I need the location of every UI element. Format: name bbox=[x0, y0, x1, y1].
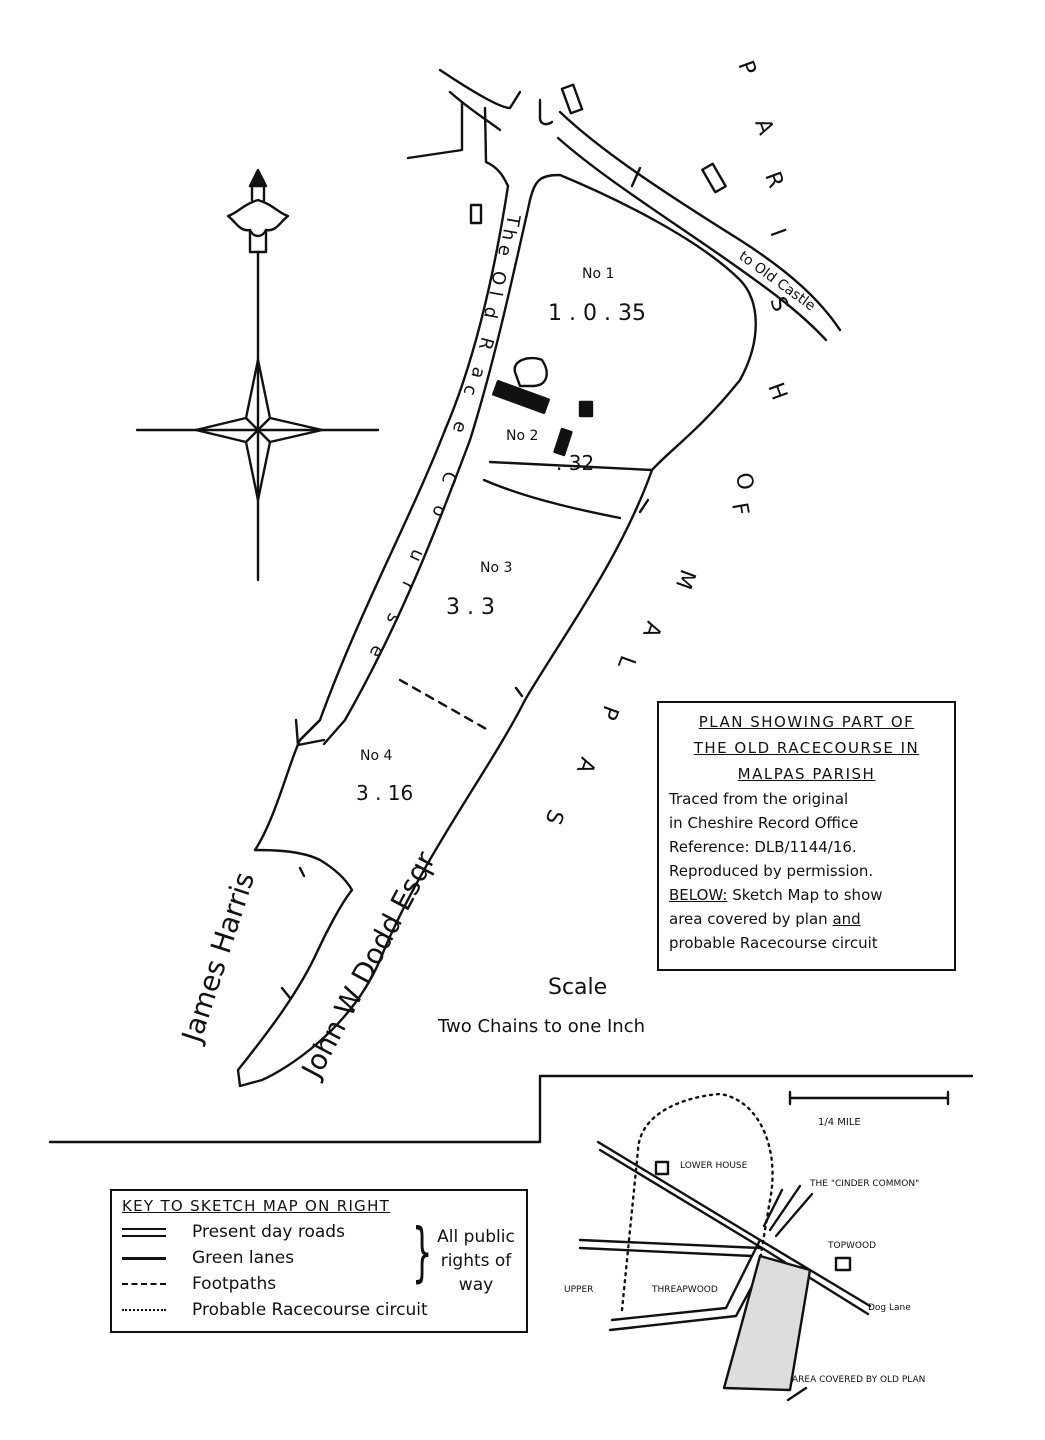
note-line: Reproduced by permission. bbox=[669, 862, 874, 880]
svg-text:e: e bbox=[448, 418, 471, 435]
scale-text: Two Chains to one Inch bbox=[437, 1016, 645, 1037]
key-label: Footpaths bbox=[192, 1274, 277, 1294]
title-line-2: THE OLD RACECOURSE IN bbox=[693, 739, 920, 757]
brace-icon: } bbox=[412, 1216, 433, 1290]
plot4-number: No 4 bbox=[360, 748, 392, 764]
key-row: Probable Racecourse circuit bbox=[122, 1297, 516, 1323]
sketch-scale-label: 1/4 MILE bbox=[818, 1117, 861, 1128]
top-lanes bbox=[406, 68, 554, 225]
parish-letter: P bbox=[595, 702, 623, 723]
lane-label: T h e O l d R a c e C o u r s e bbox=[365, 212, 524, 661]
parish-letter: M bbox=[670, 566, 700, 592]
area-note-label: AREA COVERED BY OLD PLAN bbox=[792, 1375, 925, 1385]
key-box: KEY TO SKETCH MAP ON RIGHT Present day r… bbox=[110, 1189, 528, 1333]
note-line: area covered by plan and bbox=[669, 907, 944, 931]
owner-right-label: John W Dodd Esqr bbox=[294, 846, 442, 1085]
key-row: Green lanes bbox=[122, 1245, 516, 1271]
parish-letter: S bbox=[540, 806, 568, 828]
svg-text:c: c bbox=[459, 383, 482, 398]
topwood-label: TOPWOOD bbox=[827, 1241, 876, 1251]
racecourse-plots bbox=[236, 173, 757, 1088]
key-label: Probable Racecourse circuit bbox=[192, 1300, 428, 1320]
parish-letter: O bbox=[730, 471, 758, 492]
lower-house-label: LOWER HOUSE bbox=[680, 1161, 748, 1171]
parish-letter: H bbox=[762, 380, 791, 404]
plot3-area: 3 . 3 bbox=[446, 595, 495, 620]
svg-text:T: T bbox=[501, 212, 524, 228]
threapwood-label: THREAPWOOD bbox=[651, 1285, 718, 1295]
note-line: Reference: DLB/1144/16. bbox=[669, 838, 857, 856]
owner-left-label: James Harris bbox=[175, 868, 262, 1048]
note-line: BELOW: Sketch Map to show bbox=[669, 883, 944, 907]
cinder-common-label: THE "CINDER COMMON" bbox=[809, 1179, 919, 1189]
svg-text:e: e bbox=[493, 243, 516, 258]
below-line-2b: and bbox=[832, 910, 861, 928]
parish-letter: A bbox=[637, 618, 666, 641]
below-text: Sketch Map to show bbox=[732, 886, 883, 904]
svg-text:a: a bbox=[466, 365, 489, 381]
below-line-2a: area covered by plan bbox=[669, 910, 833, 928]
compass-icon bbox=[135, 168, 380, 582]
key-bracket-note: All public rights of way bbox=[437, 1227, 515, 1295]
footpath-symbol-icon bbox=[122, 1283, 192, 1285]
plot3-number: No 3 bbox=[480, 560, 512, 576]
parish-letter: R bbox=[759, 169, 788, 192]
key-label: Present day roads bbox=[192, 1222, 345, 1242]
section-divider bbox=[48, 1074, 974, 1144]
old-racecourse-lane bbox=[253, 184, 532, 852]
note-line: probable Racecourse circuit bbox=[669, 934, 878, 952]
plot1-number: No 1 bbox=[582, 266, 614, 282]
parish-letter: F bbox=[726, 501, 753, 518]
road-symbol-icon bbox=[122, 1227, 192, 1237]
title-line-1: PLAN SHOWING PART OF bbox=[698, 713, 915, 731]
svg-text:R: R bbox=[474, 335, 498, 353]
title-box: PLAN SHOWING PART OF THE OLD RACECOURSE … bbox=[657, 701, 956, 971]
plot2-area: . 32 bbox=[556, 451, 594, 475]
key-label: Green lanes bbox=[192, 1248, 295, 1268]
sketch-map bbox=[578, 1090, 950, 1402]
plot4-area: 3 . 16 bbox=[356, 781, 413, 805]
key-row: Footpaths bbox=[122, 1271, 516, 1297]
plot1-area: 1 . 0 . 35 bbox=[548, 301, 646, 326]
dog-lane-label: Dog Lane bbox=[868, 1303, 911, 1313]
note-line: Traced from the original bbox=[669, 790, 849, 808]
parish-letter: L bbox=[612, 652, 640, 673]
key-heading: KEY TO SKETCH MAP ON RIGHT bbox=[122, 1197, 391, 1215]
upper-label: UPPER bbox=[564, 1285, 593, 1295]
svg-text:d: d bbox=[479, 305, 502, 320]
green-lane-symbol-icon bbox=[122, 1256, 192, 1260]
note-line: in Cheshire Record Office bbox=[669, 814, 859, 832]
racecourse-symbol-icon bbox=[122, 1309, 192, 1311]
parish-letter: I bbox=[764, 226, 790, 241]
svg-text:h: h bbox=[497, 227, 520, 242]
scale-title: Scale bbox=[548, 975, 607, 1000]
below-label: BELOW: bbox=[669, 886, 728, 904]
svg-text:u: u bbox=[405, 546, 429, 565]
svg-text:O: O bbox=[487, 269, 510, 287]
parish-letter: P bbox=[732, 58, 760, 79]
plot2-number: No 2 bbox=[506, 428, 538, 444]
road-to-old-castle bbox=[556, 83, 842, 342]
key-row: Present day roads bbox=[122, 1219, 516, 1245]
svg-text:l: l bbox=[484, 289, 506, 298]
parish-letter: A bbox=[749, 116, 778, 139]
parish-letter: A bbox=[571, 754, 600, 777]
title-line-3: MALPAS PARISH bbox=[737, 765, 876, 783]
